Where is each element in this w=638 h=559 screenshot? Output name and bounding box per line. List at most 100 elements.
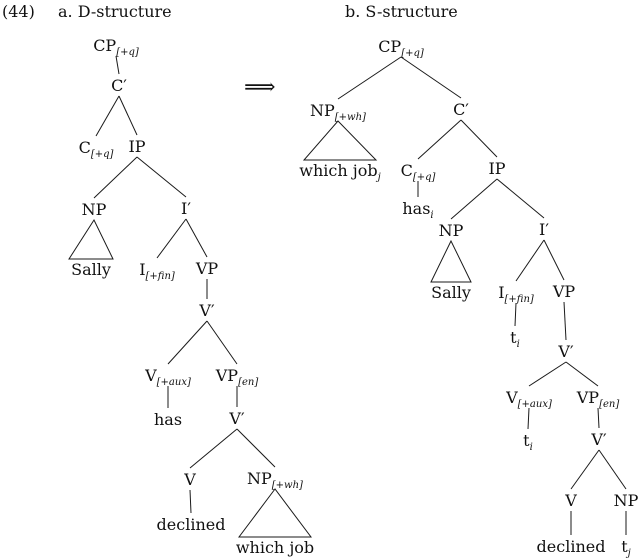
node-label: VP — [215, 366, 239, 385]
tree-node-s-cp: CP[+q] — [378, 37, 424, 59]
node-label: VP — [552, 282, 576, 301]
tree-edge — [185, 218, 208, 258]
tree-node-s-cbar: C′ — [453, 100, 469, 119]
tree-node-s-declined: declined — [537, 537, 606, 556]
node-subscript: [+fin] — [146, 271, 175, 282]
node-label: V′ — [590, 430, 607, 449]
node-label: IP — [488, 159, 505, 178]
tree-node-d-vpen: VP[en] — [215, 366, 259, 388]
constituent-triangle — [68, 218, 114, 260]
tree-node-d-ibar: I′ — [181, 199, 191, 218]
node-label: declined — [157, 515, 226, 534]
tree-edge — [527, 407, 530, 430]
tree-node-d-declined: declined — [157, 515, 226, 534]
node-label: CP — [378, 37, 401, 56]
tree-node-d-vp1: VP — [195, 259, 219, 278]
tree-node-s-sally: Sally — [431, 283, 471, 302]
node-subscript: [+aux] — [157, 377, 191, 388]
tree-edges — [93, 55, 627, 535]
tree-edge — [570, 449, 600, 490]
node-label: V — [183, 470, 196, 489]
tree-edge — [189, 489, 192, 514]
tree-node-s-tj: tj — [621, 537, 631, 559]
tree-edge — [93, 156, 138, 199]
node-label: Sally — [431, 283, 471, 302]
node-label: V — [505, 388, 518, 407]
tree-edge — [400, 56, 462, 99]
node-label: C′ — [453, 100, 469, 119]
node-label: CP — [93, 36, 116, 55]
node-subscript: [+wh] — [335, 112, 366, 123]
tree-node-d-vbar1: V′ — [198, 301, 215, 320]
tree-edge — [118, 95, 138, 136]
tree-node-s-ti1: ti — [510, 328, 520, 350]
tree-node-d-c: C[+q] — [79, 138, 114, 160]
node-subscript: [en] — [238, 377, 258, 388]
node-label: Sally — [71, 260, 111, 279]
node-label: NP — [82, 200, 107, 219]
node-label: V — [144, 366, 157, 385]
tree-edge — [95, 95, 120, 137]
node-label: NP — [247, 469, 272, 488]
tree-edge — [460, 119, 498, 158]
node-subscript: [+q] — [413, 172, 436, 183]
node-label: VP — [195, 259, 219, 278]
tree-edge — [136, 156, 187, 198]
tree-edge — [515, 239, 545, 282]
node-subscript: [+fin] — [505, 294, 534, 305]
tree-node-s-vp1: VP — [552, 282, 576, 301]
node-subscript: i — [530, 442, 533, 453]
tree-node-s-vpen: VP[en] — [576, 388, 620, 410]
tree-edge — [189, 428, 238, 469]
node-label: NP — [614, 491, 638, 510]
tree-edge — [496, 178, 545, 219]
tree-node-s-vaux: V[+aux] — [505, 388, 552, 410]
node-subscript: [en] — [599, 399, 619, 410]
node-label: t — [510, 328, 517, 347]
heading-d-structure: a. D-structure — [58, 2, 172, 21]
node-label: C — [401, 161, 413, 180]
tree-edge — [543, 239, 565, 281]
node-label: C — [79, 138, 91, 157]
heading-s-structure: b. S-structure — [345, 2, 458, 21]
node-label: I′ — [539, 220, 549, 239]
tree-edge — [156, 218, 187, 259]
node-label: V′ — [228, 409, 245, 428]
node-label: t — [523, 431, 530, 450]
tree-node-s-ti2: ti — [523, 431, 533, 453]
constituent-triangle — [238, 488, 312, 538]
tree-node-d-ip: IP — [128, 137, 145, 156]
tree-node-d-vbar2: V′ — [228, 409, 245, 428]
tree-node-d-cp: CP[+q] — [93, 36, 139, 58]
tree-node-s-vbar1: V′ — [557, 342, 574, 361]
node-subscript: [+q] — [91, 149, 114, 160]
tree-edge — [337, 56, 402, 100]
tree-node-s-c: C[+q] — [401, 161, 436, 183]
tree-node-d-v: V — [183, 470, 196, 489]
tree-node-s-whichjob: which jobj — [299, 161, 380, 183]
tree-node-d-np1: NP — [82, 200, 107, 219]
tree-node-s-ip: IP — [488, 159, 505, 178]
node-subscript: [+aux] — [518, 399, 552, 410]
tree-edge — [597, 407, 600, 429]
node-subscript: [+q] — [401, 48, 424, 59]
node-subscript: [+q] — [116, 47, 139, 58]
node-label: t — [621, 537, 628, 556]
node-label: I — [139, 260, 145, 279]
tree-node-d-cbar: C′ — [111, 76, 127, 95]
tree-node-d-sally: Sally — [71, 260, 111, 279]
example-number: (44) — [2, 2, 35, 21]
constituent-triangle — [430, 239, 472, 283]
node-label: which job — [299, 161, 377, 180]
tree-edge — [514, 302, 517, 327]
tree-node-s-has: hasi — [402, 199, 433, 221]
node-subscript: j — [626, 548, 631, 559]
tree-edge — [167, 320, 208, 365]
tree-triangles — [68, 120, 472, 538]
tree-node-d-whichjob: which job — [236, 538, 314, 557]
derivation-arrow: ⟹ — [244, 75, 276, 100]
tree-node-s-npwh: NP[+wh] — [310, 101, 366, 123]
node-label: has — [154, 410, 182, 429]
